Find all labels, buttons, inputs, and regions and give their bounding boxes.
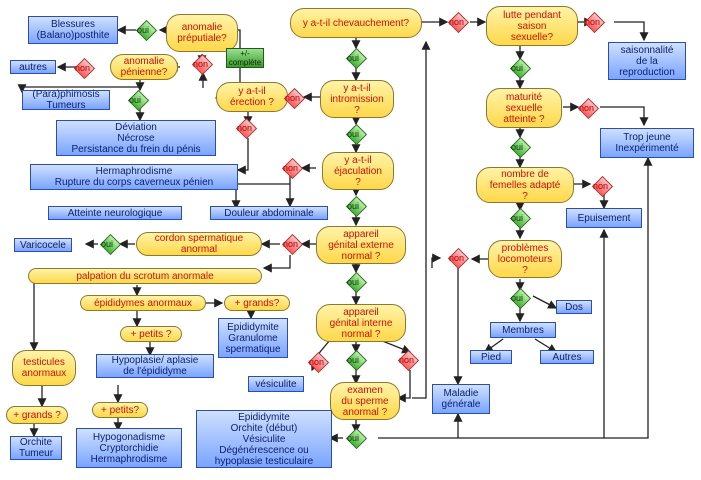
question-erection: y a-t-il érection ? [216, 82, 288, 112]
yes-label: oui [347, 53, 360, 63]
question-grands-epi: + grands? [224, 295, 290, 311]
question-genital-interne: appareil génital interne normal ? [316, 304, 406, 342]
yes-label: oui [129, 95, 142, 105]
yes-label: oui [347, 277, 360, 287]
non-diamond: non [583, 11, 606, 34]
yes-label: oui [347, 433, 360, 443]
result-orchite: Orchite Tumeur [10, 436, 62, 460]
no-label: non [75, 63, 91, 73]
question-petits-epi: + petits ? [120, 326, 182, 342]
result-varicocele: Varicocele [14, 238, 72, 252]
result-epididymite: Epididymite Granulome spermatique [218, 318, 288, 358]
question-ejaculation: y a-t-il éjaculation ? [322, 152, 394, 190]
oui-diamond: oui [509, 287, 532, 310]
non-diamond: non [281, 157, 304, 180]
no-label: non [449, 253, 465, 263]
no-label: non [309, 357, 325, 367]
result-paraphimosis: (Para)phimosis Tumeurs [22, 89, 110, 111]
non-diamond: non [591, 175, 614, 198]
oui-diamond: oui [345, 123, 368, 146]
oui-diamond: oui [509, 207, 532, 230]
non-diamond: non [73, 57, 96, 80]
result-hermaphrodisme: Hermaphrodisme Rupture du corps caverneu… [30, 164, 238, 190]
result-hypoplasie-epi: Hypoplasie/ aplasie de l'épididyme [96, 354, 214, 378]
no-label: non [399, 355, 415, 365]
question-locomoteurs: problèmes locomoteurs ? [488, 240, 562, 278]
result-epuisement: Epuisement [566, 208, 642, 228]
result-douleur: Douleur abdominale [210, 206, 328, 220]
question-chevauchement: y a-t-il chevauchement? [290, 8, 422, 38]
yes-label: oui [511, 293, 524, 303]
question-petits-test: + petits? [92, 402, 148, 418]
no-label: non [593, 181, 609, 191]
oui-diamond: oui [99, 233, 122, 256]
question-cordon: cordon spermatique anormal [136, 232, 262, 256]
no-label: non [193, 59, 209, 69]
result-atteinte: Atteinte neurologique [48, 206, 182, 220]
yes-label: oui [511, 142, 524, 152]
question-maturite: maturité sexuelle atteinte ? [486, 88, 562, 128]
result-autres-bottom: Autres [540, 350, 594, 364]
non-diamond: non [235, 117, 258, 140]
result-maladie: Maladie générale [432, 384, 490, 414]
yes-label: oui [101, 239, 114, 249]
non-diamond: non [447, 247, 470, 270]
oui-diamond: oui [345, 349, 368, 372]
yes-label: oui [137, 25, 150, 35]
question-intromission: y a-t-il intromission ? [320, 80, 394, 118]
non-diamond: non [281, 233, 304, 256]
no-label: non [579, 103, 595, 113]
result-blessures: Blessures (Balano)posthite [28, 16, 118, 44]
no-label: non [283, 239, 299, 249]
no-label: non [449, 17, 465, 27]
yes-label: oui [347, 129, 360, 139]
oui-diamond: oui [509, 136, 532, 159]
non-diamond: non [191, 53, 214, 76]
result-membres: Membres [490, 322, 556, 338]
question-femelles: nombre de femelles adapté ? [476, 167, 574, 203]
no-label: non [585, 17, 601, 27]
yes-label: oui [511, 213, 524, 223]
no-label: non [283, 163, 299, 173]
non-diamond: non [307, 351, 330, 374]
non-diamond: non [283, 87, 306, 110]
question-genital-externe: appareil génital externe normal ? [316, 226, 406, 264]
yes-label: oui [347, 355, 360, 365]
oui-diamond: oui [509, 57, 532, 80]
question-palpation: palpation du scrotum anormale [28, 268, 262, 284]
result-epididymite-bottom: Epididymite Orchite (début) Vésiculite D… [196, 410, 332, 468]
oui-diamond: oui [345, 47, 368, 70]
question-anomalie-preputiale: anomalie préputiale? [166, 14, 238, 52]
question-epididymes: épididymes anormaux [80, 295, 206, 311]
partial-complete-box: +/- complète [226, 48, 264, 68]
question-anomalie-penienne: anomalie pénienne? [110, 54, 178, 80]
question-lutte-saison: lutte pendant saison sexuelle? [486, 6, 578, 46]
result-saisonnalite: saisonnalité de la reproduction [608, 42, 686, 80]
result-hypogonadisme: Hypogonadisme Cryptorchidie Hermaphrodis… [76, 428, 182, 468]
result-dos: Dos [556, 300, 592, 314]
oui-diamond: oui [135, 19, 158, 42]
question-grands-test: + grands ? [6, 406, 68, 424]
question-examen-sperme: examen du sperme anormal ? [330, 382, 400, 420]
non-diamond: non [577, 97, 600, 120]
non-diamond: non [397, 349, 420, 372]
oui-diamond: oui [345, 195, 368, 218]
question-testicules: testicules anormaux [12, 350, 76, 386]
yes-label: oui [347, 201, 360, 211]
oui-diamond: oui [345, 271, 368, 294]
oui-diamond: oui [345, 427, 368, 450]
result-vesiculite: vésiculite [248, 376, 304, 392]
no-label: non [237, 123, 253, 133]
result-trop-jeune: Trop jeune Inexpérimenté [600, 128, 694, 158]
no-label: non [285, 93, 301, 103]
non-diamond: non [447, 11, 470, 34]
result-pied: Pied [470, 350, 512, 364]
result-autres-top: autres [10, 60, 56, 74]
yes-label: oui [511, 63, 524, 73]
oui-diamond: oui [127, 89, 150, 112]
result-deviation: Déviation Nécrose Persistance du frein d… [56, 120, 216, 156]
